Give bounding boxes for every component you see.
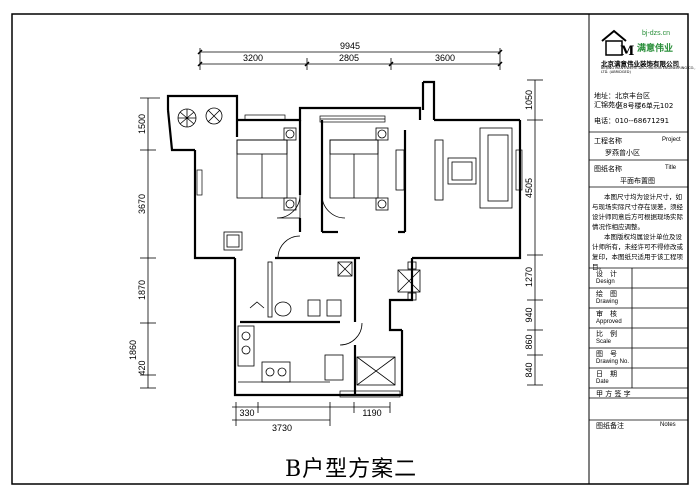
- sheet-border: [11, 13, 689, 485]
- dim-left-2: 1870: [137, 280, 147, 300]
- logo-url[interactable]: bj-dzs.cn: [642, 30, 671, 37]
- drawing-title-label-en: Title: [665, 165, 677, 171]
- row-label-scale: 比 例: [596, 330, 617, 338]
- row-label-approved-en: Approved: [596, 319, 622, 325]
- dim-left-4: 420: [137, 360, 147, 375]
- dim-right-2: 1270: [524, 267, 534, 287]
- dim-bottom-0: 330: [239, 408, 254, 418]
- remarks-label: 图纸备注: [596, 422, 624, 430]
- bedroom-2-furniture: [329, 127, 405, 211]
- project-label-en: Project: [662, 137, 681, 143]
- drawing-title-label: 图纸名称: [594, 165, 622, 173]
- bedroom-1-furniture: [223, 127, 297, 251]
- company-address: 地址：北京丰台区汇锦苑小: [594, 92, 650, 109]
- row-label-drawing-no: 图 号: [596, 350, 617, 358]
- row-label-drawing-no-en: Drawing No.: [596, 359, 630, 365]
- bottom-dimensions: [232, 402, 391, 426]
- dim-top-1: 2805: [339, 53, 359, 63]
- row-label-scale-en: Scale: [596, 339, 612, 345]
- note-1: 本图尺寸均为设计尺寸，如与现场实际尺寸存在误差，须经设计师同意后方可根据现场实际…: [592, 193, 683, 231]
- row-label-design-en: Design: [596, 279, 615, 285]
- row-label-date: 日 期: [596, 370, 617, 378]
- company-logo: M: [600, 25, 640, 59]
- dim-right-5: 840: [524, 362, 534, 377]
- living-room-furniture: [397, 127, 513, 301]
- row-label-drawing: 绘 图: [596, 290, 617, 298]
- windows: [196, 114, 523, 398]
- left-dimensions: [140, 97, 160, 389]
- dim-top-total: 9945: [340, 41, 360, 51]
- dim-bottom-1: 1190: [362, 408, 381, 418]
- remarks-label-en: Notes: [660, 422, 676, 428]
- dim-right-0: 1050: [524, 90, 534, 110]
- row-label-approved: 审 核: [596, 310, 617, 318]
- right-dimensions: [527, 79, 543, 386]
- project-label: 工程名称: [594, 137, 622, 145]
- dim-left-3: 1860: [128, 340, 138, 360]
- logo-name: 满意伟业: [637, 44, 674, 54]
- kitchen-fixtures: [237, 325, 396, 386]
- drawing-title: B户型方案二: [285, 457, 418, 482]
- company-phone: 电话：010--68671291: [594, 117, 670, 125]
- house-logo-icon: M: [601, 29, 634, 59]
- note-2: 本图版权均属设计单位及设计师所有，未经许可不得修改或复印，本图纸只适用于该工程项…: [592, 233, 683, 271]
- design-notes: 本图尺寸均为设计尺寸，如与现场实际尺寸存在误差，须经设计师同意后方可根据现场实际…: [592, 192, 688, 272]
- company-address-line2: 区8号楼6单元102: [616, 102, 674, 110]
- row-label-drawing-en: Drawing: [596, 299, 619, 305]
- dim-left-0: 1500: [137, 114, 147, 134]
- bathroom-fixtures: [249, 261, 353, 318]
- doors: [276, 194, 363, 346]
- dim-top-2: 3600: [435, 53, 455, 63]
- walls: [166, 80, 522, 397]
- dim-top-0: 3200: [243, 53, 263, 63]
- top-dimensions: [197, 48, 503, 70]
- client-signature-label: 甲 方 签 字: [596, 390, 631, 398]
- drawing-title-value: 平面布置图: [620, 177, 655, 185]
- svg-text:M: M: [620, 44, 634, 57]
- title-block-grid: [589, 131, 688, 421]
- row-label-design: 设 计: [596, 270, 617, 278]
- dim-right-4: 860: [524, 334, 534, 349]
- company-name-en: BEIJING MANYIWEIYE DECORATION ENGINEERIN…: [601, 66, 696, 74]
- dim-right-1: 4505: [524, 178, 534, 198]
- dim-left-1: 3670: [137, 194, 147, 214]
- row-label-date-en: Date: [596, 379, 609, 385]
- dim-right-3: 940: [524, 307, 534, 322]
- project-value: 罗燕曾小区: [605, 149, 640, 157]
- company-name-cn: 北京满意伟业装饰有限公司: [601, 60, 679, 68]
- dim-bottom-total: 3730: [272, 423, 292, 433]
- balcony-furniture: [177, 107, 223, 128]
